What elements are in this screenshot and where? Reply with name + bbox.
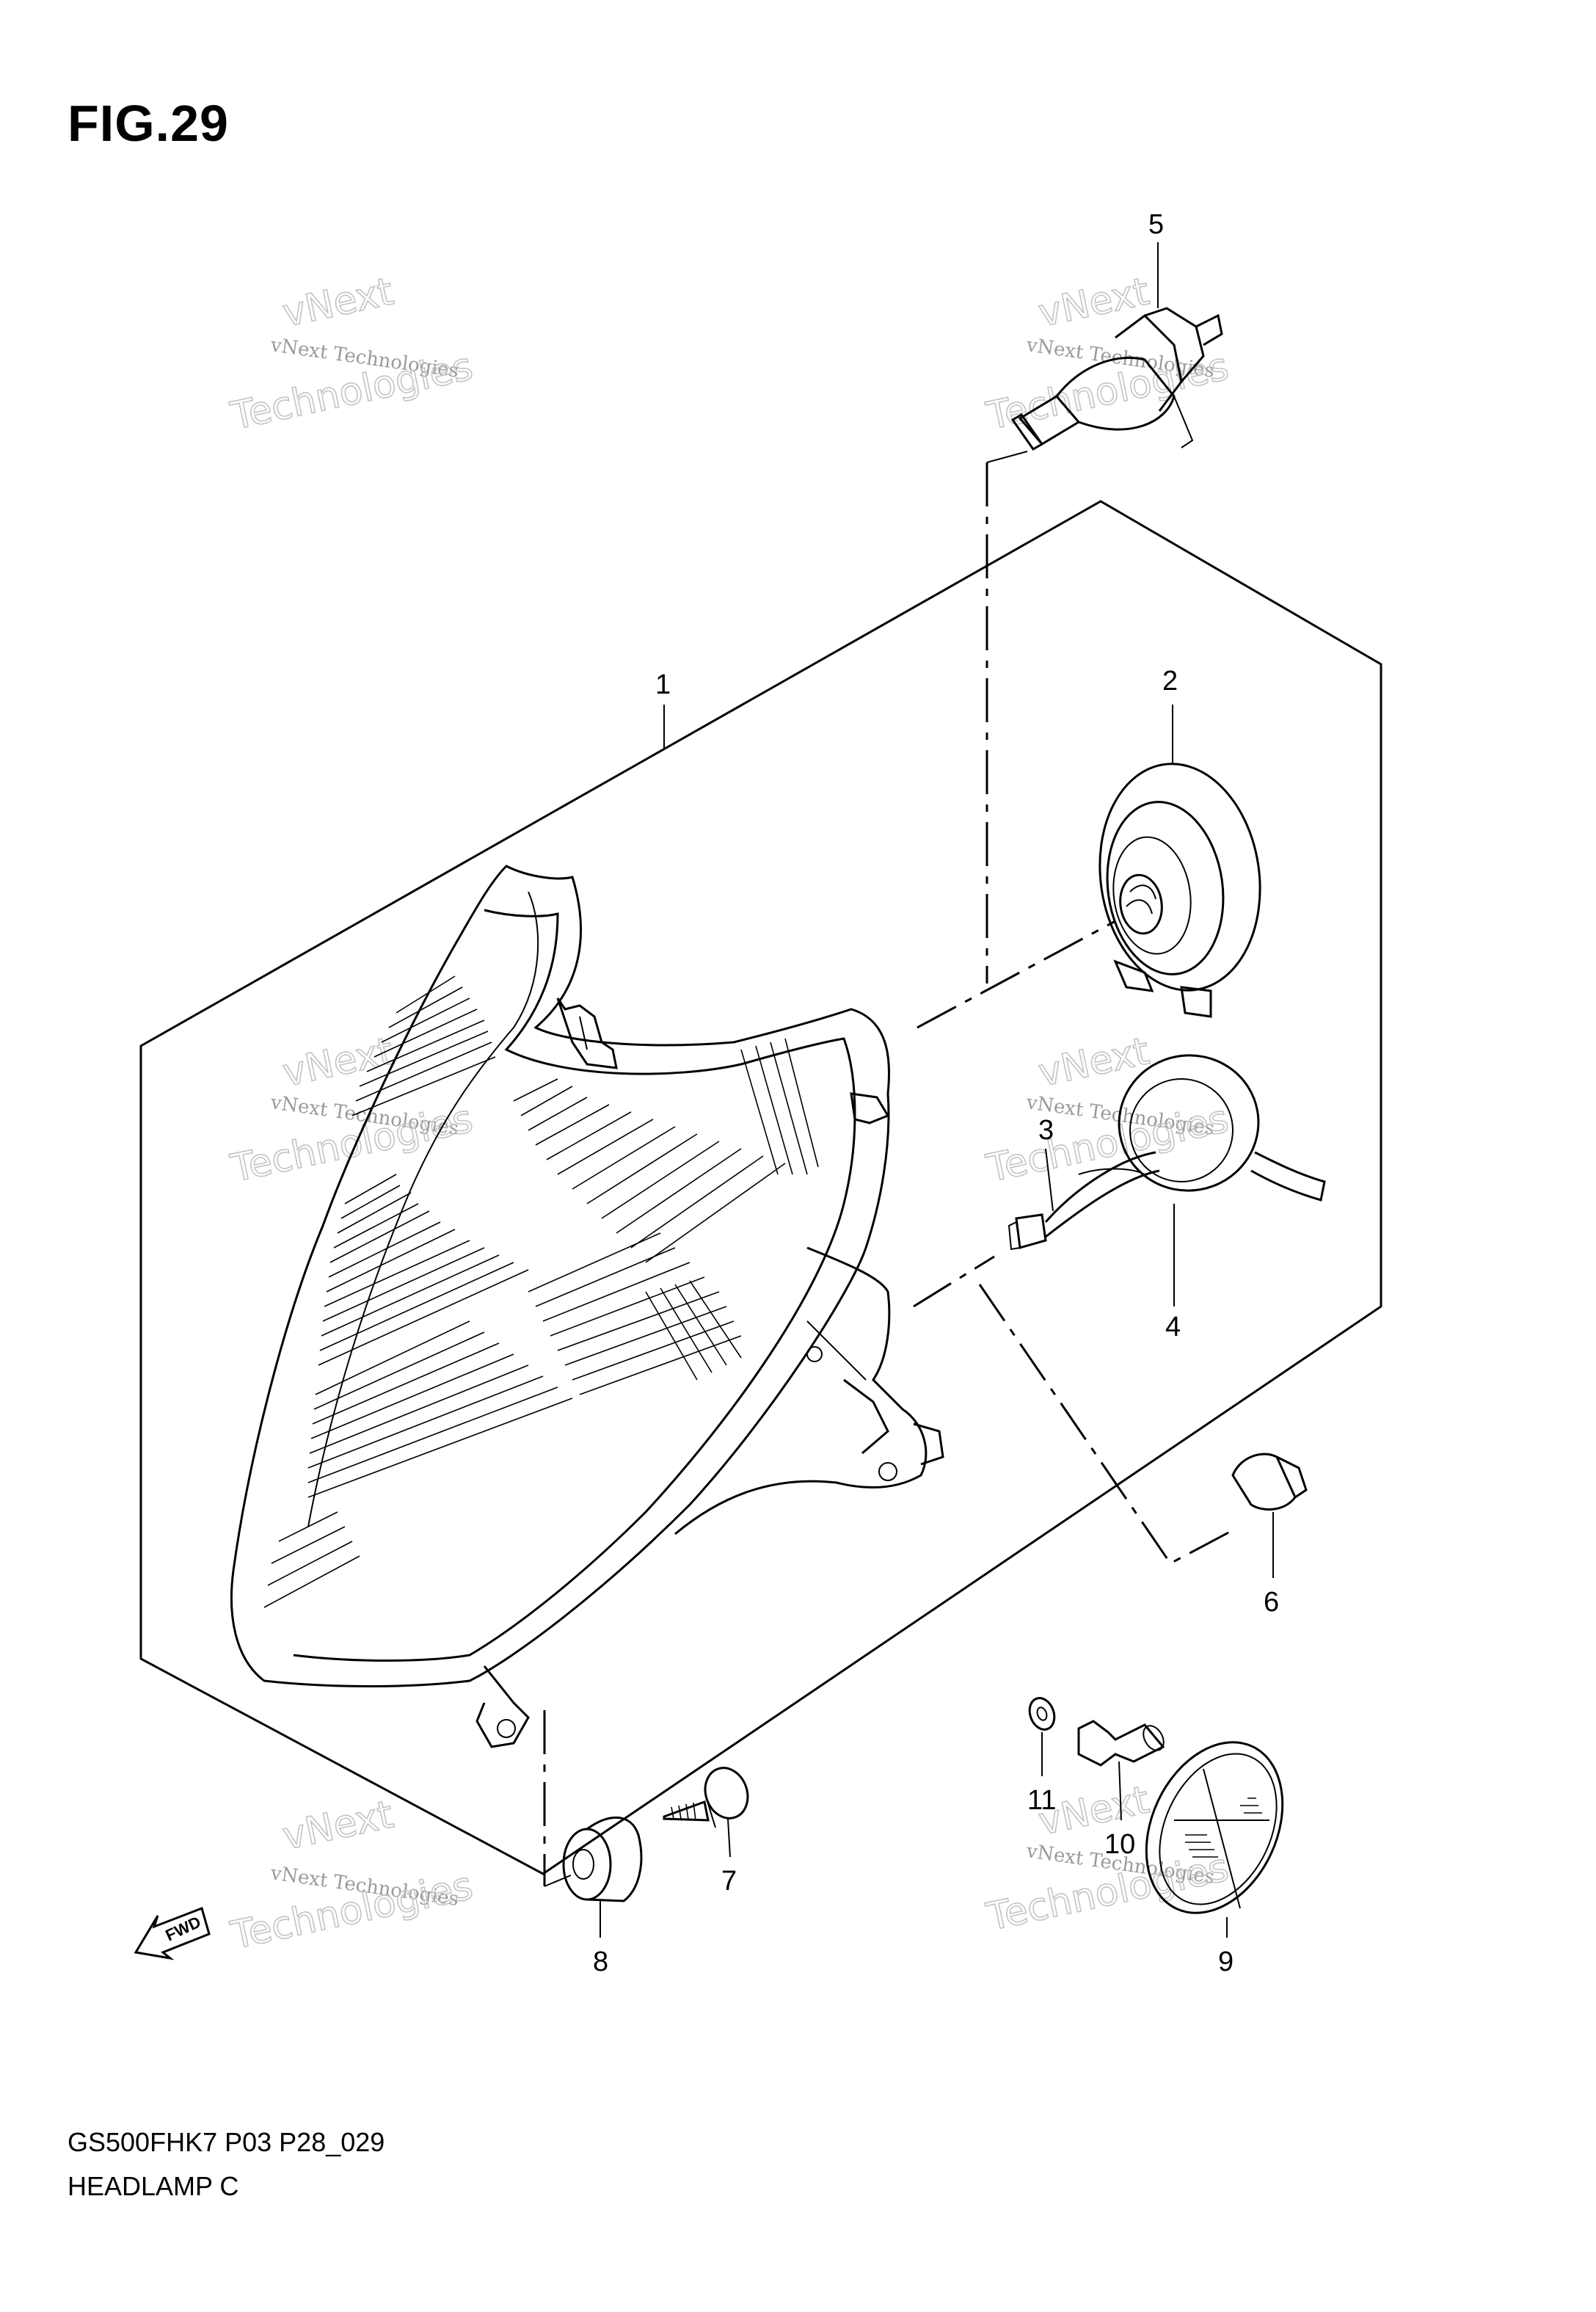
callout-2: 2 (1162, 666, 1178, 697)
bulb-socket-cover (1098, 763, 1261, 1018)
pilot-bulb (1231, 1453, 1308, 1511)
svg-text:vNext: vNext (279, 1792, 397, 1858)
callout-10: 10 (1104, 1829, 1135, 1860)
watermark-top-right: vNext vNext Technologies Technologies (982, 269, 1233, 440)
callout-8: 8 (593, 1946, 608, 1977)
assembly-outline (139, 500, 1382, 1875)
callout-9: 9 (1218, 1946, 1234, 1977)
callout-11: 11 (1027, 1785, 1056, 1816)
watermark-top-left: vNext vNext Technologies Technologies (226, 269, 477, 440)
svg-text:vNext: vNext (1035, 269, 1153, 335)
alignment-lines (543, 451, 1234, 1887)
svg-text:FWD: FWD (163, 1913, 204, 1945)
svg-text:vNext: vNext (279, 1029, 397, 1095)
leader-lines (600, 242, 1274, 1938)
headlight-bulb (1010, 307, 1223, 451)
callout-1: 1 (655, 669, 671, 700)
lens-hatching (263, 975, 819, 1608)
figure-title: FIG.29 (68, 95, 229, 152)
group-name-label: HEADLAMP C (68, 2171, 239, 2201)
washer (1028, 1697, 1056, 1731)
svg-text:vNext: vNext (279, 269, 397, 335)
reflector (1145, 1741, 1284, 1914)
callout-3: 3 (1038, 1115, 1054, 1146)
callout-7: 7 (721, 1866, 737, 1897)
bulb-socket-and-boot (1007, 1054, 1326, 1251)
svg-text:vNext: vNext (1035, 1029, 1153, 1095)
callout-6: 6 (1264, 1587, 1279, 1618)
headlamp-housing (230, 865, 944, 1748)
screw (663, 1767, 749, 1828)
watermark-mid-left: vNext vNext Technologies Technologies (226, 1029, 477, 1192)
spacer (1077, 1720, 1165, 1767)
fwd-direction-arrow: FWD (134, 1907, 211, 1960)
callout-5: 5 (1148, 209, 1164, 240)
watermark-mid-right: vNext vNext Technologies Technologies (982, 1029, 1233, 1192)
callout-4: 4 (1165, 1312, 1181, 1342)
model-code-label: GS500FHK7 P03 P28_029 (68, 2127, 385, 2157)
grommet (562, 1817, 643, 1902)
